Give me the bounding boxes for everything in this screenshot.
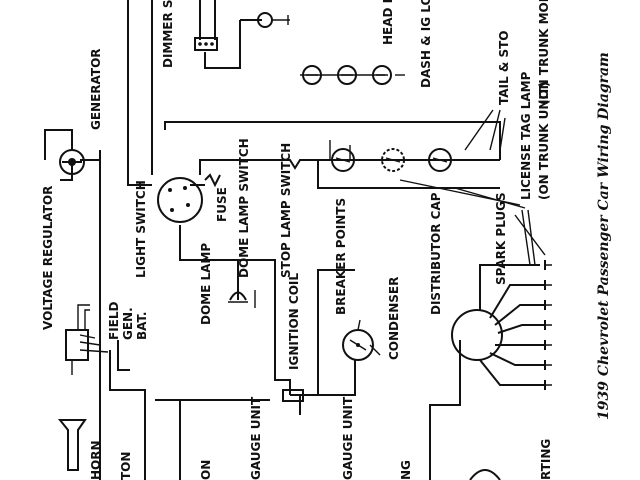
dimmer-switch-symbol [194,37,218,51]
top-lamp-symbol [257,12,290,28]
label-horn: HORN [89,440,103,480]
wires [44,0,546,480]
breaker-points-symbol [342,329,374,361]
labels: GENERATOR VOLTAGE REGULATOR FIELD GEN. B… [41,0,612,480]
label-license-tag-2: (ON TRUNK UNIT) [537,81,551,200]
label-ignition-coil: IGNITION COIL [287,273,301,370]
label-generator: GENERATOR [89,48,103,130]
horn-symbol [57,419,87,471]
fuse-symbol [204,173,221,188]
light-switch-symbol [157,177,205,223]
diagram-caption: 1939 Chevrolet Passenger Car Wiring Diag… [596,52,612,420]
label-license-tag: LICENSE TAG LAMP [519,71,533,200]
tail-lamps [331,148,452,172]
label-stop-lamp-switch: STOP LAMP SWITCH [279,143,293,278]
label-light-switch: LIGHT SWITCH [134,180,148,278]
generator-symbol [59,149,85,175]
label-horn-button: TON [119,452,133,480]
label-spark-plugs: SPARK PLUGS [494,192,508,285]
label-gauge-unit-1: GAUGE UNIT [249,396,263,480]
label-head-beam: HEAD BEAM [381,0,395,45]
ignition-coil-symbol [282,389,304,402]
label-fuse: FUSE [215,187,229,222]
label-bottom-ng: NG [399,460,413,480]
voltage-regulator-symbol [65,329,109,361]
dome-lamp-symbol [228,291,248,303]
label-dome-lamp-switch: DOME LAMP SWITCH [237,138,251,278]
label-trunk-models: (ON TRUNK MODELS O [537,0,551,105]
label-condenser: CONDENSER [387,277,401,360]
label-gauge-unit-2: GAUGE UNIT [341,396,355,480]
label-voltage-regulator-1: VOLTAGE REGULATOR [41,186,55,330]
label-dome-lamp: DOME LAMP [199,243,213,325]
label-field: FIELD [107,301,121,340]
dash-lamps [302,65,392,85]
label-starting: RTING [539,439,553,480]
bottom-gauge-symbol [469,469,501,480]
label-breaker-points: BREAKER POINTS [334,198,348,315]
label-dimmer-switch: DIMMER SWITCH [161,0,175,68]
label-distributor-cap: DISTRIBUTOR CAP [429,192,443,315]
label-dash-lock-lamp: DASH & IG LOCK LA [419,0,433,88]
label-tail-stop: TAIL & STO [497,30,511,105]
label-bottom-on: ON [199,460,213,480]
distributor-cap-symbol [451,309,503,361]
label-bat: BAT. [135,312,149,340]
spark-plugs-symbol [544,260,552,390]
label-gen: GEN. [121,307,135,340]
